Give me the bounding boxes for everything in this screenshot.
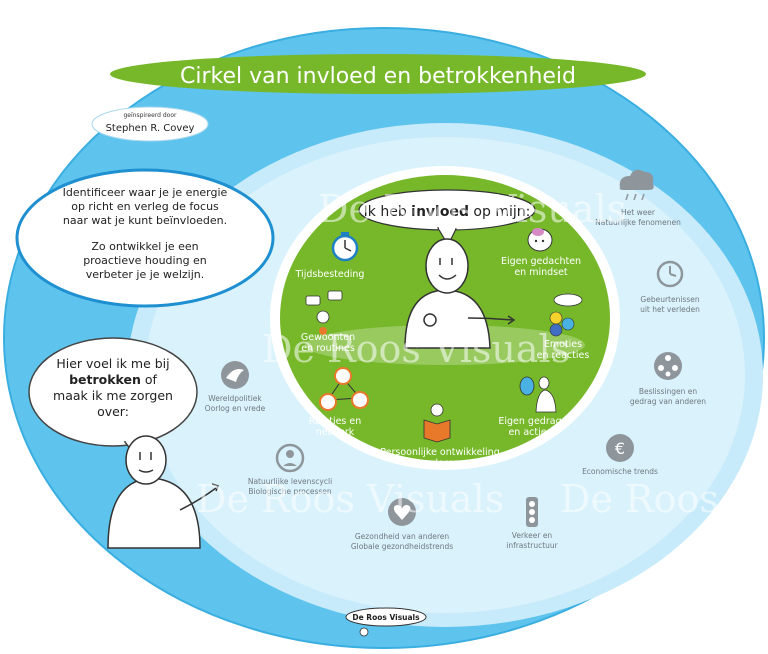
- influence-bubble-text: Ik heb invloed op mijn:: [364, 204, 531, 220]
- clock-rewind-icon: [656, 260, 684, 288]
- intro-bubble: [15, 168, 275, 308]
- stopwatch-icon: [331, 232, 359, 262]
- watermarks: De Roos Visuals De Roos Visuals De Roos …: [196, 187, 768, 521]
- concern-line: over:: [97, 404, 129, 419]
- cloud-rain-icon: [619, 169, 654, 201]
- book-icon: [423, 403, 451, 443]
- influence-label-thoughts: Eigen gedachten: [501, 256, 581, 267]
- habits-icon: [305, 290, 343, 335]
- watermark: De Roos Visuals: [318, 187, 626, 231]
- watermark: De Roos Visuals: [262, 327, 570, 371]
- diagram-title: Cirkel van invloed en betrokkenheid: [180, 64, 576, 89]
- influence-label-emotions: en reacties: [537, 350, 590, 361]
- logo-text: De Roos Visuals: [352, 613, 420, 622]
- heart-icon: [388, 498, 416, 526]
- people-icon: [654, 352, 682, 380]
- concern-label-weather: Het weer: [621, 208, 656, 217]
- influence-bubble: Ik heb invloed op mijn:: [358, 189, 536, 247]
- concern-label-past: Gebeurtenissen: [640, 295, 699, 304]
- concern-label-health: Globale gezondheidstrends: [351, 542, 453, 551]
- influence-label-relations: netwerk: [316, 427, 355, 438]
- concern-label-traffic: Verkeer en: [512, 531, 553, 540]
- concern-label-others: gedrag van anderen: [630, 397, 706, 406]
- intro-line: verbeter je je welzijn.: [86, 268, 204, 281]
- influence-label-emotions: Emoties: [544, 339, 582, 350]
- emotions-icon: [549, 293, 583, 337]
- influence-label-behaviour: Eigen gedrag: [498, 416, 561, 427]
- traffic-light-icon: [526, 497, 538, 527]
- behaviour-icon: [519, 376, 557, 413]
- concern-line: maak ik me zorgen: [53, 388, 173, 403]
- concern-label-weather: Natuurlijke fenomenen: [595, 218, 681, 227]
- influence-label-time: Tijdsbesteding: [295, 269, 365, 280]
- intro-text: Identificeer waar je je energie op richt…: [63, 186, 228, 281]
- concern-label-past: uit het verleden: [640, 305, 700, 314]
- concern-labels: Het weer Natuurlijke fenomenen Gebeurten…: [205, 208, 707, 551]
- lifecycle-icon: [275, 443, 305, 473]
- credit-line-1: geïnspireerd door: [124, 112, 178, 119]
- intro-line: Zo ontwikkel je een: [91, 240, 198, 253]
- concern-line: Hier voel ik me bij: [56, 356, 169, 371]
- influence-label-habits: Gewoonten: [301, 332, 355, 343]
- concern-bubble: Hier voel ik me bij betrokken of maak ik…: [28, 337, 198, 464]
- intro-line: proactieve houding en: [83, 254, 207, 267]
- concern-label-life: Natuurlijke levenscycli: [248, 477, 332, 486]
- concern-label-life: Biologische processen: [248, 487, 332, 496]
- intro-line: op richt en verleg de focus: [71, 200, 219, 213]
- concern-label-economy: Economische trends: [582, 467, 658, 476]
- concern-label-world: Oorlog en vrede: [205, 404, 266, 413]
- concern-person-figure: [107, 435, 219, 549]
- influence-label-growth: Persoonlijke ontwikkeling: [380, 447, 500, 458]
- credit-line-2: Stephen R. Covey: [106, 123, 195, 134]
- influence-label-growth: en leren: [421, 458, 460, 469]
- concern-label-traffic: infrastructuur: [506, 541, 558, 550]
- euro-icon: €: [606, 434, 634, 462]
- concern-label-world: Wereldpolitiek: [208, 394, 262, 403]
- logo: De Roos Visuals: [345, 607, 427, 637]
- influence-label-behaviour: en acties: [508, 427, 551, 438]
- concern-label-health: Gezondheid van anderen: [355, 532, 449, 541]
- intro-line: naar wat je kunt beïnvloeden.: [63, 214, 227, 227]
- influence-person-figure: [404, 238, 516, 349]
- intro-line: Identificeer waar je je energie: [63, 186, 228, 199]
- credit-badge: [91, 106, 209, 142]
- dove-icon: [221, 361, 249, 389]
- influence-label-relations: Relaties en: [309, 416, 362, 427]
- svg-text:€: €: [615, 439, 625, 458]
- watermark: De Roos Visuals: [196, 477, 504, 521]
- title-banner: [110, 54, 646, 94]
- network-icon: [319, 367, 369, 411]
- brain-icon: [527, 228, 553, 252]
- influence-labels: Tijdsbesteding Eigen gedachten en mindse…: [295, 256, 590, 469]
- watermark: De Roos Visuals: [560, 477, 768, 521]
- influence-label-thoughts: en mindset: [514, 267, 568, 278]
- concern-label-others: Beslissingen en: [639, 387, 698, 396]
- influence-label-habits: en routines: [301, 343, 355, 354]
- concern-line-2: betrokken of: [69, 372, 157, 387]
